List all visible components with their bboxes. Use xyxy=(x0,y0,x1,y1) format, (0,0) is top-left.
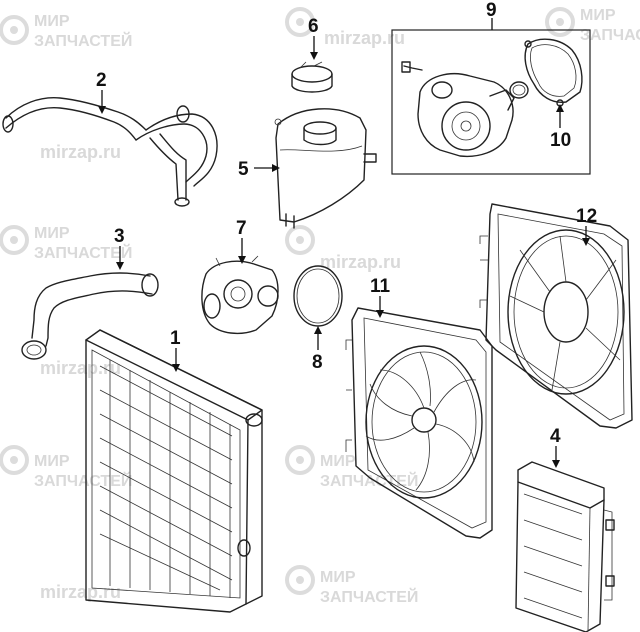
fan-assembly xyxy=(345,307,493,539)
watermark-site: mirzap.ru xyxy=(320,252,401,272)
watermark-line1: МИР xyxy=(320,569,356,586)
callout-3: 3 xyxy=(114,226,125,247)
callout-10: 10 xyxy=(550,130,571,151)
watermark-logo: МИР ЗАПЧАСТЕЙ xyxy=(0,13,132,50)
callout-12: 12 xyxy=(576,206,597,227)
watermark-site: mirzap.ru xyxy=(40,142,121,162)
pump-gasket xyxy=(524,38,583,107)
watermark-line1: МИР xyxy=(320,453,356,470)
watermark-logo: МИР ЗАПЧАСТЕЙ xyxy=(285,565,418,606)
o-ring xyxy=(293,265,343,327)
fan-shroud xyxy=(479,203,633,429)
callout-numbers: 1 2 3 4 5 6 7 8 9 10 11 12 xyxy=(96,0,597,447)
watermark-line2: ЗАПЧАСТЕЙ xyxy=(320,587,418,606)
callout-2: 2 xyxy=(96,70,107,91)
watermark-line1: МИР xyxy=(34,453,70,470)
callout-1: 1 xyxy=(170,328,181,349)
watermarks: МИР ЗАПЧАСТЕЙ МИР ЗАПЧАСТЕЙ МИР ЗАПЧАСТЕ… xyxy=(0,7,640,606)
thermostat xyxy=(201,255,279,335)
water-pump xyxy=(401,61,515,158)
callout-6: 6 xyxy=(308,16,319,37)
radiator xyxy=(85,329,263,613)
callout-4: 4 xyxy=(550,426,561,447)
watermark-line2: ЗАПЧАСТЕЙ xyxy=(580,25,640,44)
watermark-logo: МИР ЗАПЧАСТЕЙ xyxy=(285,445,418,490)
watermark-line2: ЗАПЧАСТЕЙ xyxy=(320,471,418,490)
expansion-tank xyxy=(274,108,377,229)
watermark-site: mirzap.ru xyxy=(40,582,121,602)
watermark-site: mirzap.ru xyxy=(324,28,405,48)
watermark-line2: ЗАПЧАСТЕЙ xyxy=(34,243,132,262)
callout-11: 11 xyxy=(370,276,391,297)
watermark-logo: МИР ЗАПЧАСТЕЙ xyxy=(545,7,640,44)
watermark-line2: ЗАПЧАСТЕЙ xyxy=(34,31,132,50)
watermark-logo xyxy=(285,225,315,255)
lower-hose xyxy=(21,272,159,360)
fan-blades xyxy=(365,351,477,491)
watermark-logo xyxy=(285,7,315,37)
radiator-core-grid xyxy=(99,360,233,598)
callout-7: 7 xyxy=(236,218,247,239)
callout-5: 5 xyxy=(238,159,249,180)
watermark-logo: МИР ЗАПЧАСТЕЙ xyxy=(0,445,132,490)
watermark-site: mirzap.ru xyxy=(40,358,121,378)
tank-cap xyxy=(291,61,333,93)
callout-8: 8 xyxy=(312,352,323,373)
callout-9: 9 xyxy=(486,0,497,21)
small-o-ring xyxy=(509,81,529,99)
water-pump-box xyxy=(391,29,591,175)
watermark-line1: МИР xyxy=(34,13,70,30)
watermark-line1: МИР xyxy=(580,7,616,24)
watermark-line2: ЗАПЧАСТЕЙ xyxy=(34,471,132,490)
watermark-logo: МИР ЗАПЧАСТЕЙ xyxy=(0,225,132,262)
leader-lines xyxy=(98,18,590,468)
auxiliary-radiator xyxy=(515,461,615,632)
watermark-line1: МИР xyxy=(34,225,70,242)
upper-hose xyxy=(2,97,218,207)
